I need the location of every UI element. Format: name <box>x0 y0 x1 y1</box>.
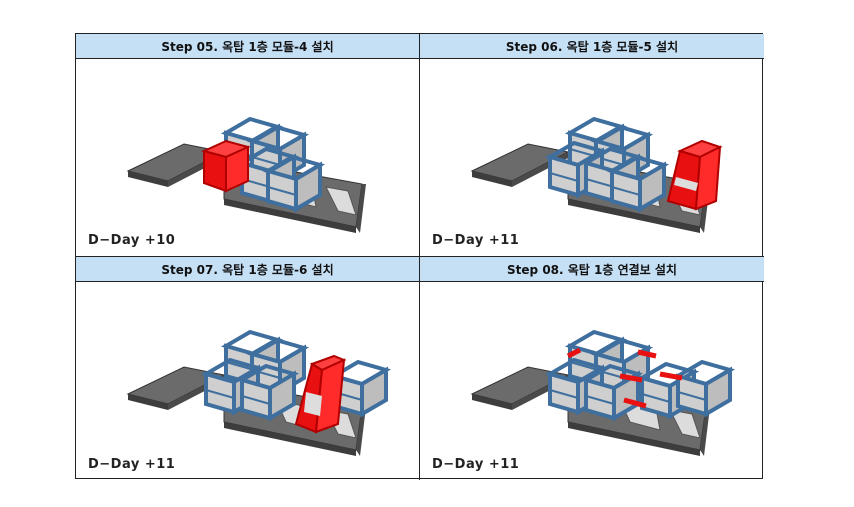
step-grid: Step 05. 옥탑 1층 모듈-4 설치 D−Day +10 Step 06… <box>75 33 764 480</box>
step-cell-07: Step 07. 옥탑 1층 모듈-6 설치 D−Day +11 <box>76 257 420 480</box>
step-cell-06: Step 06. 옥탑 1층 모듈-5 설치 D−Day +11 <box>420 34 764 257</box>
day-label: D−Day +10 <box>88 233 176 248</box>
day-label: D−Day +11 <box>432 233 520 248</box>
module-diagram-07 <box>127 330 388 457</box>
day-label: D−Day +11 <box>88 457 176 472</box>
day-label: D−Day +11 <box>432 457 520 472</box>
step-title: Step 08. 옥탑 1층 연결보 설치 <box>420 257 764 282</box>
module-diagram-06 <box>471 117 723 234</box>
step-cell-05: Step 05. 옥탑 1층 모듈-4 설치 D−Day +10 <box>76 34 420 257</box>
step-title: Step 06. 옥탑 1층 모듈-5 설치 <box>420 34 764 59</box>
module-diagram-08 <box>471 330 732 457</box>
step-title: Step 07. 옥탑 1층 모듈-6 설치 <box>76 257 419 282</box>
step-title: Step 05. 옥탑 1층 모듈-4 설치 <box>76 34 419 59</box>
module-diagram-05 <box>127 117 367 234</box>
step-cell-08: Step 08. 옥탑 1층 연결보 설치 D−Day +11 <box>420 257 764 480</box>
